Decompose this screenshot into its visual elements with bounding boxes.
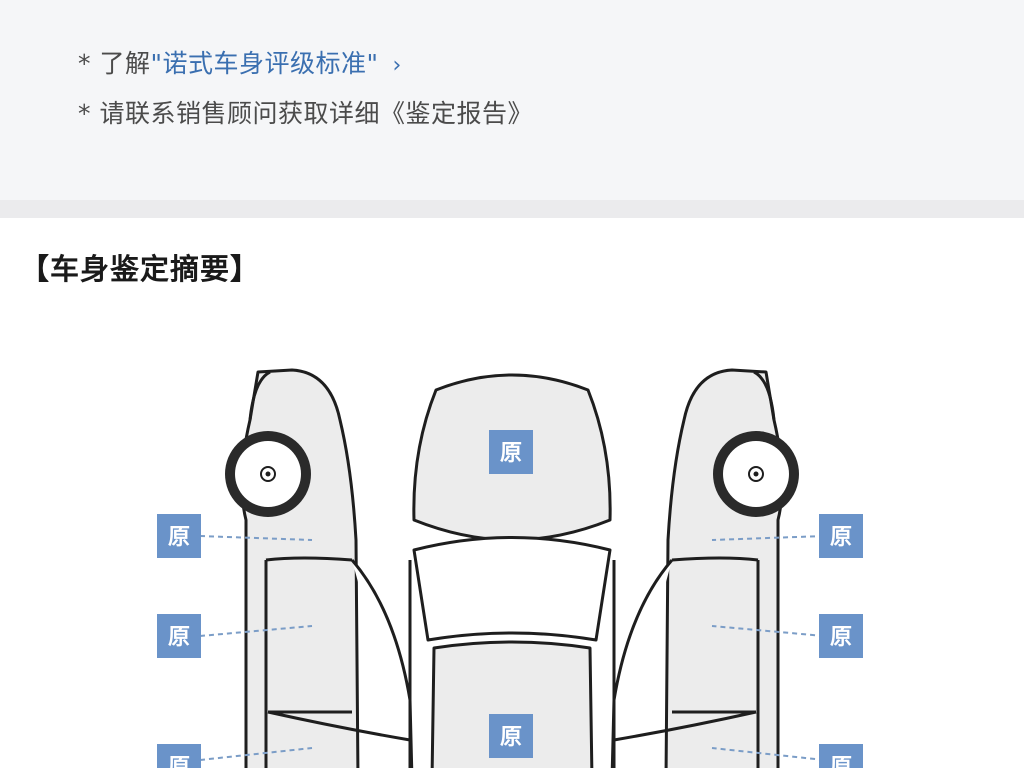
badge-right-rear-door: 原 [819, 744, 863, 768]
badge-left-front-door: 原 [157, 614, 201, 658]
badge-left-front-fender: 原 [157, 514, 201, 558]
badge-right-front-door: 原 [819, 614, 863, 658]
section-divider [0, 200, 1024, 218]
badge-label: 原 [500, 441, 522, 466]
badge-label: 原 [168, 625, 190, 650]
left-side-panel [240, 368, 414, 768]
right-front-wheel [713, 431, 799, 517]
notes-panel: * 了解"诺式车身评级标准" › * 请联系销售顾问获取详细《鉴定报告》 [0, 0, 1024, 200]
section-title: 【车身鉴定摘要】 [20, 252, 261, 286]
right-side-panel [610, 368, 784, 768]
rating-standard-link[interactable]: "诺式车身评级标准" [150, 49, 379, 78]
badge-roof: 原 [489, 714, 533, 758]
car-body-diagram: 原 原 原 原 原 原 原 原 [157, 368, 863, 768]
contact-note: * 请联系销售顾问获取详细《鉴定报告》 [78, 99, 533, 128]
center-top-view [408, 373, 616, 768]
badge-label: 原 [168, 755, 190, 768]
chevron-right-icon[interactable]: › [392, 53, 402, 78]
badge-hood: 原 [489, 430, 533, 474]
badge-label: 原 [500, 725, 522, 750]
standard-link-row[interactable]: * 了解"诺式车身评级标准" › [78, 44, 402, 80]
badge-right-front-fender: 原 [819, 514, 863, 558]
badge-label: 原 [830, 755, 852, 768]
badge-label: 原 [168, 525, 190, 550]
bullet-text: * 了解 [78, 49, 151, 78]
badge-label: 原 [830, 525, 852, 550]
badge-label: 原 [830, 625, 852, 650]
left-front-wheel [225, 431, 311, 517]
badge-left-rear-door: 原 [157, 744, 201, 768]
